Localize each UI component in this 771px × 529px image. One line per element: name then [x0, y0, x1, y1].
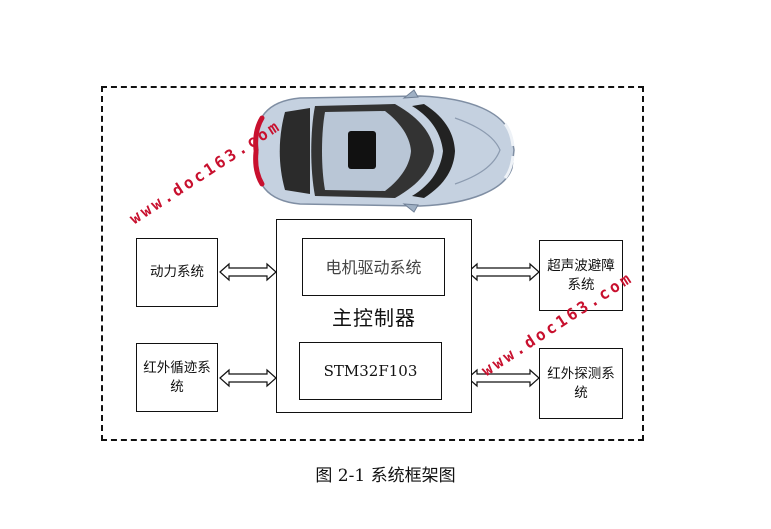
mcu-block: STM32F103 [299, 342, 442, 400]
arrow-power-controller [219, 262, 277, 282]
arrow-controller-ultrasonic [467, 262, 540, 282]
arrow-controller-irdetect [467, 368, 540, 388]
main-controller-label: 主控制器 [332, 306, 416, 330]
line-follow-block: 红外循迹系统 [136, 343, 218, 412]
double-arrow-icon [219, 262, 540, 388]
arrow-linefollow-controller [219, 368, 277, 388]
car-icon [253, 89, 515, 213]
ultrasonic-block: 超声波避障系统 [539, 240, 623, 311]
system-boundary-frame [101, 86, 644, 441]
power-system-block: 动力系统 [136, 238, 218, 307]
motor-drive-block: 电机驱动系统 [302, 238, 445, 296]
ir-detect-block: 红外探测系统 [539, 348, 623, 419]
figure-caption: 图 2-1 系统框架图 [315, 466, 456, 486]
